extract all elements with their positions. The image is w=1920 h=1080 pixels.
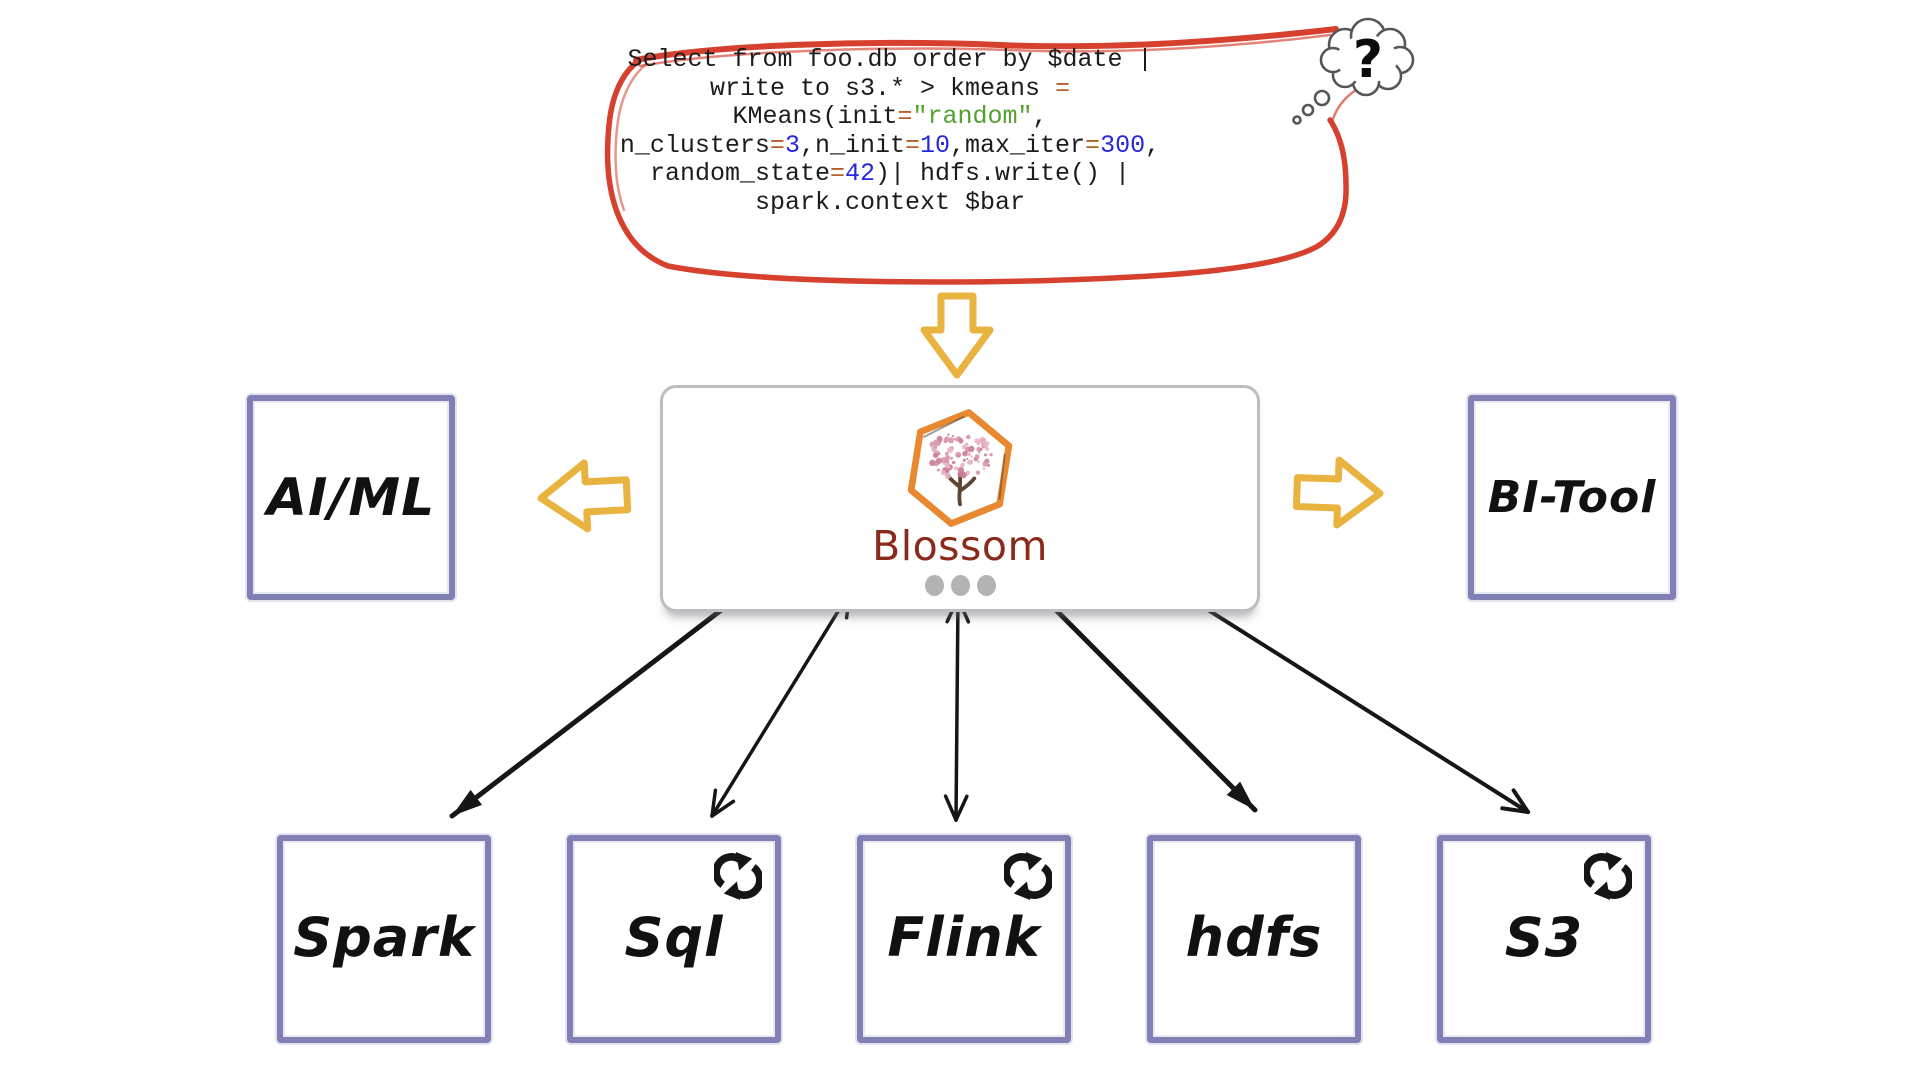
node-hdfs: hdfs <box>1147 835 1361 1043</box>
node-s3-label: S3 <box>1504 905 1584 969</box>
sync-icon <box>1584 852 1632 900</box>
connector-arrow-flink <box>943 596 971 822</box>
sync-icon <box>1004 852 1052 900</box>
blossom-wordmark: Blossom <box>872 522 1048 570</box>
node-hdfs-label: hdfs <box>1185 905 1323 969</box>
ellipsis-dot <box>924 575 944 596</box>
logo-tree-foliage <box>929 433 993 479</box>
node-s3: S3 <box>1437 835 1651 1043</box>
node-bi-tool-label: BI-Tool <box>1487 472 1657 523</box>
node-flink-label: Flink <box>887 905 1041 969</box>
flow-arrow-down-icon <box>920 292 994 379</box>
node-bi-tool: BI-Tool <box>1468 395 1676 600</box>
node-sql: Sql <box>567 835 781 1043</box>
connector-arrow-hdfs <box>1043 597 1258 813</box>
node-blossom: Blossom <box>660 385 1260 612</box>
node-spark-label: Spark <box>293 905 475 969</box>
flow-arrow-right-icon <box>1292 456 1384 529</box>
connector-arrow-sql <box>710 590 852 818</box>
node-flink: Flink <box>857 835 1071 1043</box>
node-sql-label: Sql <box>624 905 724 969</box>
ellipsis-dots <box>924 575 996 596</box>
node-ai-ml: AI/ML <box>247 395 455 600</box>
flow-arrow-left-icon <box>537 459 632 533</box>
ellipsis-dot <box>950 575 970 596</box>
node-ai-ml-label: AI/ML <box>266 467 436 528</box>
query-code: Select from foo.db order by $date |write… <box>619 45 1161 217</box>
ellipsis-dot <box>976 575 996 596</box>
node-spark: Spark <box>277 835 491 1043</box>
question-mark: ? <box>1353 30 1383 90</box>
blossom-logo <box>907 409 1013 527</box>
sync-icon <box>714 852 762 900</box>
